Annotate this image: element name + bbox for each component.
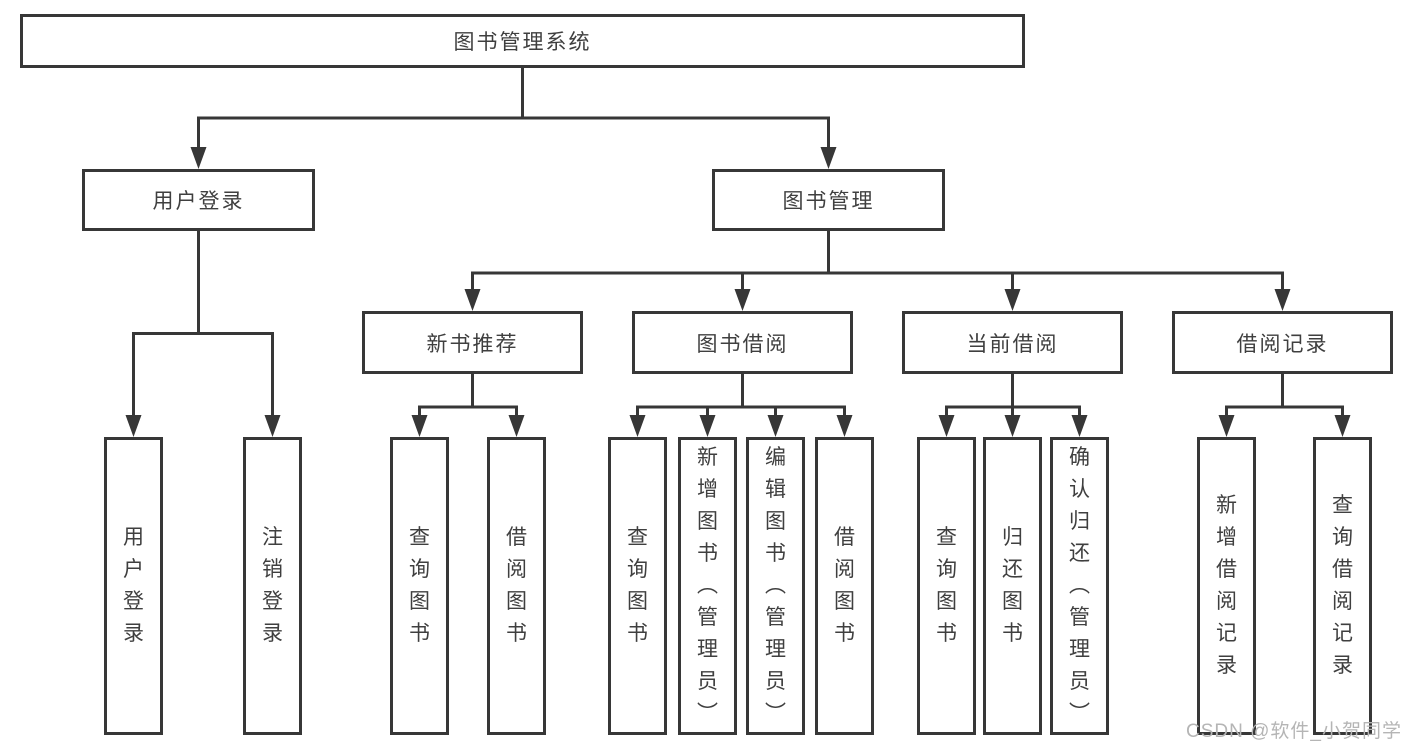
node-add-borrow-record: 新增借阅记录 <box>1197 437 1256 735</box>
node-label: 图书借阅 <box>696 332 789 356</box>
node-label: 查询图书 <box>936 526 957 645</box>
node-label: 注销登录 <box>262 526 283 645</box>
node-label: 图书管理系统 <box>453 31 592 54</box>
node-borrowing-records: 借阅记录 <box>1172 311 1393 374</box>
node-label: 新增借阅记录 <box>1216 494 1237 677</box>
node-new-book-recommendation: 新书推荐 <box>362 311 583 374</box>
node-library-management-system: 图书管理系统 <box>20 14 1025 68</box>
node-book-management: 图书管理 <box>712 169 945 231</box>
node-label: 新书推荐 <box>426 332 519 356</box>
node-label: 新增图书︵管理员︶ <box>697 446 718 725</box>
node-user-login-action: 用户登录 <box>104 437 163 735</box>
node-query-books-recommend: 查询图书 <box>390 437 449 735</box>
node-label: 归还图书 <box>1002 526 1023 645</box>
node-edit-books-admin: 编辑图书︵管理员︶ <box>746 437 805 735</box>
node-label: 查询图书 <box>409 526 430 645</box>
csdn-watermark: CSDN @软件_小贺同学 <box>1186 721 1402 742</box>
node-label: 用户登录 <box>152 190 245 213</box>
node-book-borrowing: 图书借阅 <box>632 311 853 374</box>
node-label: 查询借阅记录 <box>1332 494 1353 677</box>
node-confirm-return-admin: 确认归还︵管理员︶ <box>1050 437 1109 735</box>
node-label: 借阅图书 <box>834 526 855 645</box>
node-label: 查询图书 <box>627 526 648 645</box>
node-query-borrow-record: 查询借阅记录 <box>1313 437 1372 735</box>
arrowheads <box>125 147 1351 437</box>
node-label: 确认归还︵管理员︶ <box>1069 446 1090 725</box>
node-user-login: 用户登录 <box>82 169 315 231</box>
node-return-books: 归还图书 <box>983 437 1042 735</box>
node-logout-login: 注销登录 <box>243 437 302 735</box>
node-query-books-borrowing: 查询图书 <box>608 437 667 735</box>
node-borrow-books-recommend: 借阅图书 <box>487 437 546 735</box>
node-label: 借阅记录 <box>1236 332 1329 356</box>
node-borrow-books-borrowing: 借阅图书 <box>815 437 874 735</box>
node-current-borrowing: 当前借阅 <box>902 311 1123 374</box>
node-label: 编辑图书︵管理员︶ <box>765 446 786 725</box>
node-label: 图书管理 <box>782 190 875 213</box>
node-query-books-current: 查询图书 <box>917 437 976 735</box>
node-add-books-admin: 新增图书︵管理员︶ <box>678 437 737 735</box>
node-label: 当前借阅 <box>966 332 1059 356</box>
node-label: 用户登录 <box>123 526 144 645</box>
node-label: 借阅图书 <box>506 526 527 645</box>
